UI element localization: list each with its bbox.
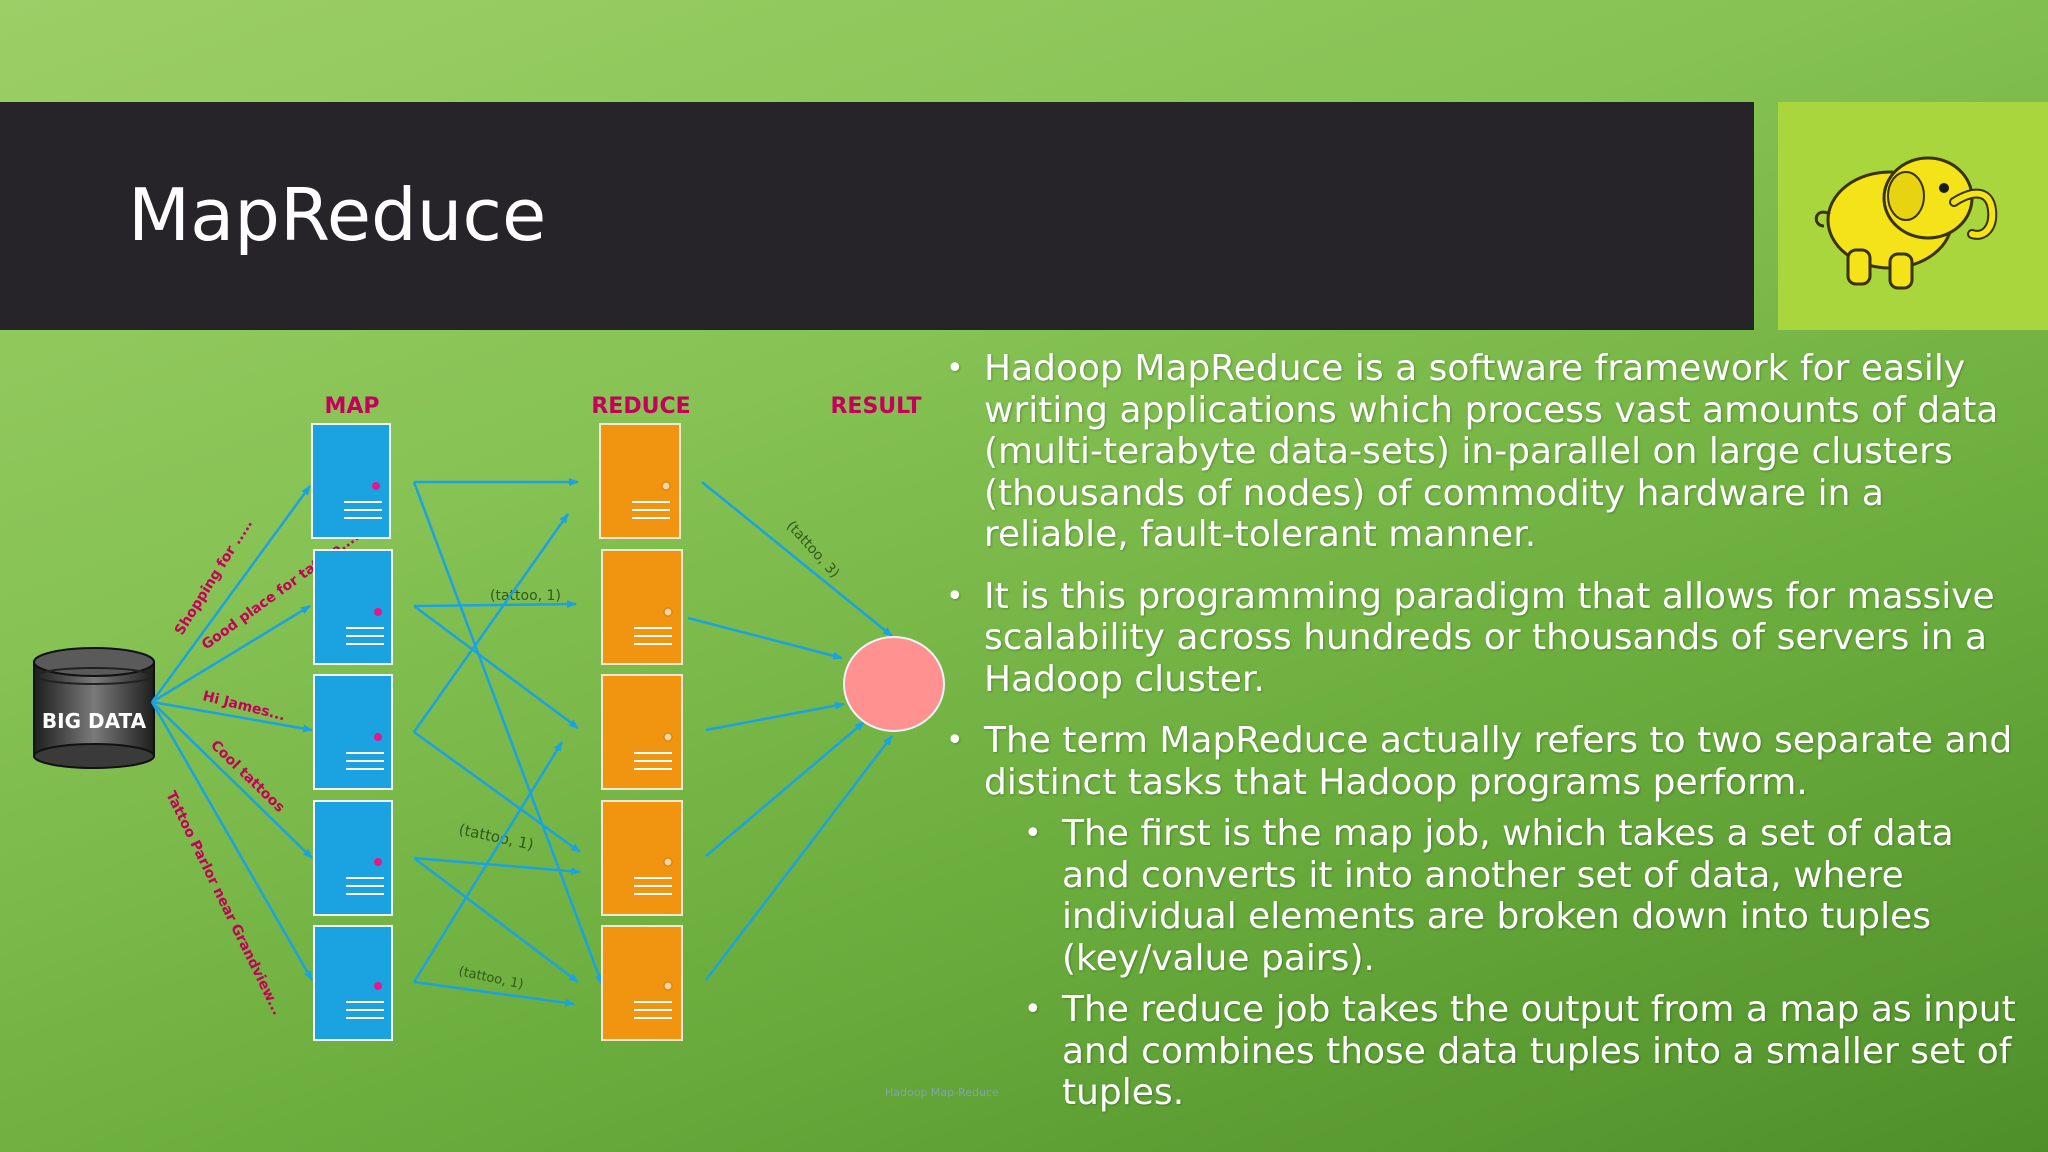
reduce-block [601,549,683,665]
sub-bullet-item: The first is the map job, which takes a … [940,813,2020,979]
slide-title: MapReduce [128,173,547,257]
pair-label: (tattoo, 1) [490,588,561,604]
reduce-block [601,925,683,1041]
input-label: Cool tattoos [207,737,287,815]
mapreduce-diagram-svg: BIG DATA MAP REDUCE RESULT Shopping for … [33,394,945,1041]
bullet-item: Hadoop MapReduce is a software framework… [940,348,2020,556]
map-block [313,800,393,916]
map-block [313,674,393,790]
result-arrows [687,481,893,981]
reduce-stage-label: REDUCE [591,394,690,419]
shuffle-arrows [412,478,604,1007]
bullet-list: Hadoop MapReduce is a software framework… [940,348,2020,1124]
sub-bullet-item: The reduce job takes the output from a m… [940,989,2020,1114]
map-block [313,549,393,665]
hadoop-elephant-logo [1814,156,1998,290]
map-block [313,925,393,1041]
input-arrows [150,485,314,981]
mapreduce-diagram: BIG DATA MAP REDUCE RESULT Shopping for … [0,380,950,1080]
hadoop-logo-box [1778,102,2048,330]
result-stage-label: RESULT [830,394,921,419]
big-data-cylinder [33,647,155,769]
map-block [311,423,391,539]
bullet-item: It is this programming paradigm that all… [940,576,2020,701]
big-data-label: BIG DATA [42,709,147,733]
title-bar [0,102,1754,330]
reduce-block [601,800,683,916]
reduce-block [601,674,683,790]
map-stage-label: MAP [324,394,379,419]
result-circle [843,636,945,732]
watermark: Hadoop Map-Reduce [885,1086,999,1099]
bullet-item: The term MapReduce actually refers to tw… [940,720,2020,803]
reduce-block [599,423,681,539]
